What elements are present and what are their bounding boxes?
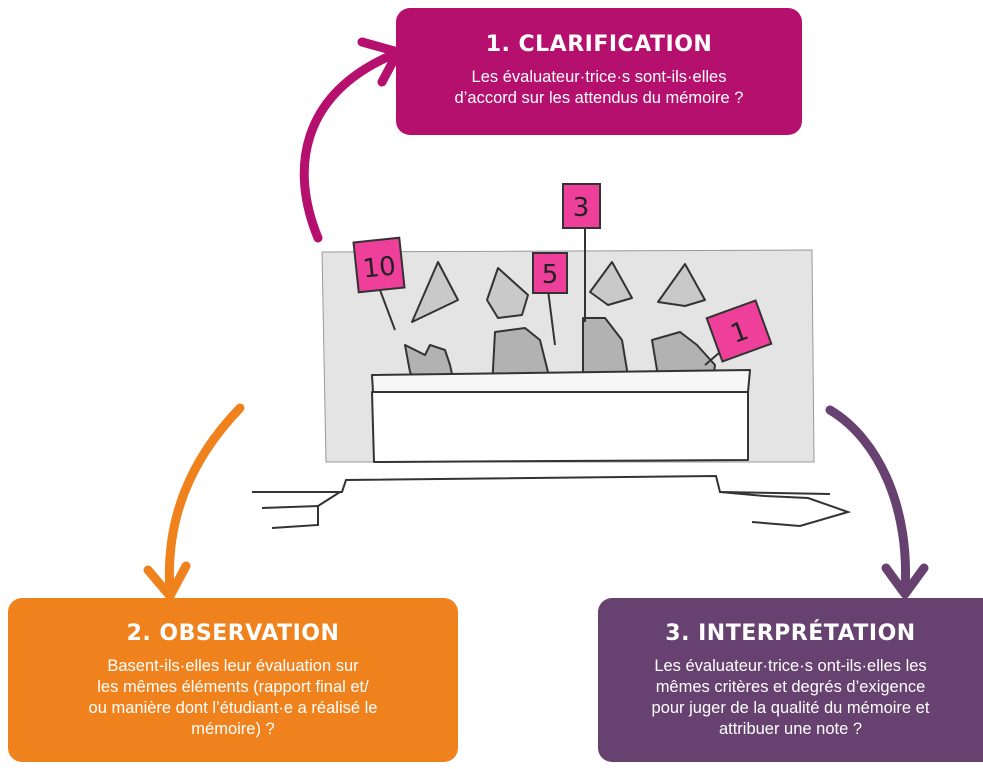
- step-clarification-title: 1. CLARIFICATION: [485, 32, 713, 57]
- score-cards: [352, 183, 773, 363]
- step-observation-title: 2. OBSERVATION: [126, 621, 340, 646]
- step-interpretation-line: Les évaluateur·trice·s ont-ils·elles les: [654, 657, 927, 675]
- step-observation-box: 2. OBSERVATION Basent-ils·elles leur éva…: [8, 598, 458, 762]
- score-card-3: [562, 183, 601, 229]
- step-interpretation-box: 3. INTERPRÉTATION Les évaluateur·trice·s…: [598, 598, 983, 762]
- step-observation-line: ou manière dont l’étudiant·e a réalisé l…: [88, 699, 378, 717]
- score-card-5-label: 5: [542, 260, 559, 290]
- step-clarification-line: d’accord sur les attendus du mémoire ?: [454, 89, 744, 107]
- arrow-clarification: [299, 37, 403, 243]
- judge-hats: [411, 261, 706, 323]
- step-clarification-line: Les évaluateur·trice·s sont-ils·elles: [471, 68, 727, 86]
- step-interpretation-line: attribuer une note ?: [718, 720, 863, 738]
- arrow-observation: [143, 403, 245, 601]
- step-observation-line: Basent-ils·elles leur évaluation sur: [107, 657, 359, 675]
- step-interpretation-text: Les évaluateur·trice·s ont-ils·elles les…: [598, 656, 983, 740]
- step-clarification-text: Les évaluateur·trice·s sont-ils·elles d’…: [396, 67, 802, 109]
- step-observation-line: mémoire) ?: [191, 720, 275, 738]
- step-interpretation-title: 3. INTERPRÉTATION: [665, 621, 916, 646]
- jury-table: [371, 369, 751, 463]
- floor-steps: [252, 474, 852, 529]
- arrow-interpretation: [825, 405, 929, 599]
- score-card-10-label: 10: [361, 251, 397, 284]
- step-interpretation-line: mêmes critères et degrés d’exigence: [655, 678, 926, 696]
- step-observation-text: Basent-ils·elles leur évaluation sur les…: [8, 656, 458, 740]
- score-card-5: [532, 252, 568, 294]
- step-observation-line: les mêmes éléments (rapport final et/: [97, 678, 369, 696]
- step-interpretation-line: pour juger de la qualité du mémoire et: [651, 699, 930, 717]
- score-card-3-label: 3: [573, 193, 590, 223]
- step-clarification-box: 1. CLARIFICATION Les évaluateur·trice·s …: [396, 8, 802, 135]
- score-card-10: [352, 236, 406, 294]
- score-card-1: [705, 299, 773, 363]
